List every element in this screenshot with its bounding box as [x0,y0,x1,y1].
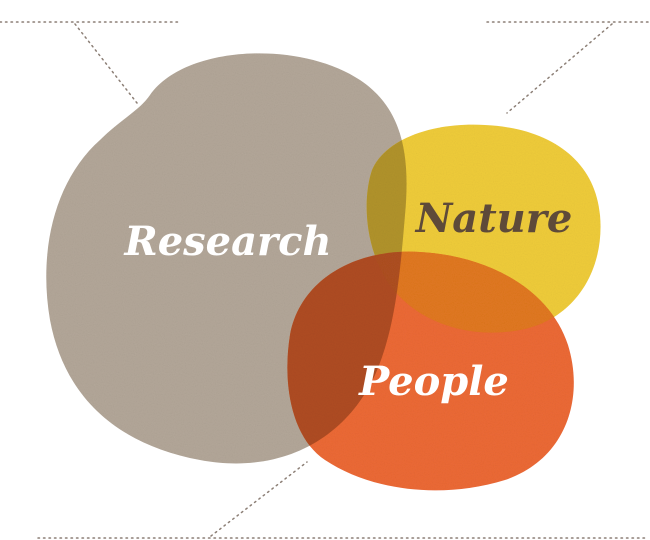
connector-lines [0,21,649,539]
connector-top-left-diagonal [74,23,138,104]
connector-bottom-diagonal [210,461,308,537]
research-label: Research [123,218,331,265]
connector-top-right-diagonal [506,23,613,114]
nature-label: Nature [414,195,573,242]
overlap-nature-people [366,251,574,333]
people-label: People [358,358,509,405]
